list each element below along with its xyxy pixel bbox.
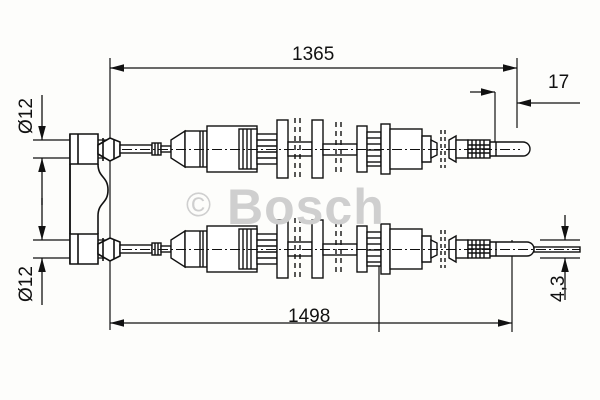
upper-brake-cable [119,118,531,180]
copyright-symbol: © [186,186,213,224]
dimension-diameter-upper [38,95,46,205]
label-top-right-offset: 17 [548,72,570,93]
lower-brake-cable [119,218,581,280]
dimension-1365 [110,64,517,72]
left-mounting-bracket [69,133,121,265]
dimension-1498 [110,319,512,327]
label-bottom-right-offset: 4,3 [548,275,569,302]
bosch-watermark: © Bosch [186,178,385,236]
dimension-diameter-lower [38,198,46,305]
brand-text: Bosch [226,179,385,235]
label-top-length: 1365 [292,44,335,65]
label-bottom-length: 1498 [288,306,331,327]
label-lower-diameter: Ø12 [16,266,37,302]
dimension-17 [470,88,580,107]
label-upper-diameter: Ø12 [16,98,37,134]
dimension-4-3 [561,215,569,300]
